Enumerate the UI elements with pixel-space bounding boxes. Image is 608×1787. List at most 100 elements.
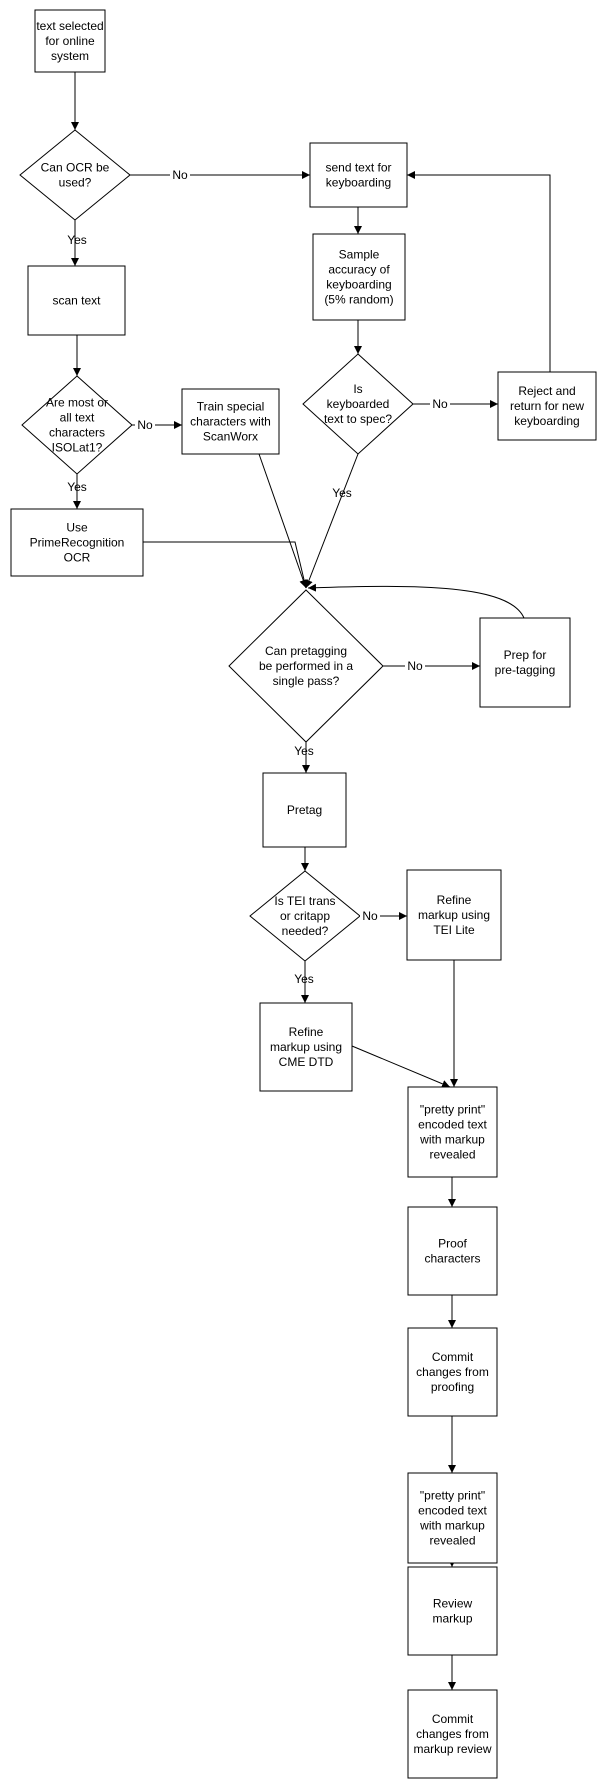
scan-text-label-line: scan text [52,294,101,308]
refine-tei-lite-label-line: TEI Lite [433,923,475,937]
commit-review-label-line: markup review [413,1742,491,1756]
prep-pretag-label-line: Prep for [504,648,547,662]
text-selected-label-line: system [51,49,89,63]
edge-label-text: No [432,397,448,411]
edge-label-text: Yes [294,744,314,758]
pretag-single-label-line: be performed in a [259,659,353,673]
proof-characters-label-line: Proof [438,1237,467,1251]
process-scan-text: scan text [27,265,126,336]
edge-label-spec-no: No [430,397,450,411]
reject-return-label-line: return for new [510,399,584,413]
send-keyboarding-label-line: keyboarding [326,176,391,190]
connector-arrow-spec-to-merge [305,453,359,589]
prep-pretag-shape [479,617,571,708]
edge-label-text: No [137,418,153,432]
keyboarded-spec-label-line: keyboarded [327,397,390,411]
refine-cme-shape [259,1002,353,1092]
edge-label-ocr-no: No [170,168,190,182]
sample-accuracy-shape [312,233,406,321]
isolat1-label-line: ISOLat1? [52,441,103,455]
tei-trans-label-line: Is TEI trans [274,894,335,908]
sample-accuracy-label-line: accuracy of [328,263,390,277]
pretag-single-shape [228,589,384,743]
review-markup-label-line: Review [433,1597,473,1611]
tei-trans-label-line: or critapp [280,909,330,923]
reject-return-label-line: keyboarding [514,414,579,428]
commit-review-label-line: Commit [432,1712,474,1726]
use-prime-label-line: OCR [64,551,91,565]
commit-proofing-label-line: Commit [432,1350,474,1364]
commit-review-label-line: changes from [416,1727,489,1741]
pretty-print-2-label-line: revealed [429,1534,475,1548]
keyboarded-spec-label-line: Is [353,382,362,396]
edge-label-text: Yes [294,972,314,986]
train-special-shape [181,388,280,455]
reject-return-shape [497,371,597,441]
process-pretag: Pretag [262,772,347,848]
pretag-single-label-line: Can pretagging [265,644,347,658]
text-selected-shape [34,9,106,73]
pretty-print-1-label-line: revealed [429,1148,475,1162]
keyboarded-spec-label-line: text to spec? [324,412,392,426]
connector-arrow-prep-to-merge [307,583,525,619]
edge-label-single-yes: Yes [294,744,314,758]
isolat1-label-line: characters [49,426,105,440]
pretty-print-2-shape [407,1472,498,1564]
tei-trans-label-line: needed? [282,924,329,938]
can-ocr-shape [19,129,131,221]
edge-label-single-no: No [405,659,425,673]
refine-cme-label-line: CME DTD [279,1055,334,1069]
refine-tei-lite-label-line: Refine [437,893,472,907]
edge-label-text: Yes [67,233,87,247]
connector-arrow-prime-to-merge [143,541,309,589]
can-ocr-label-line: used? [59,176,92,190]
isolat1-shape [21,375,133,475]
edge-label-text: No [172,168,188,182]
refine-cme-label-line: Refine [289,1025,324,1039]
commit-proofing-shape [407,1327,498,1417]
use-prime-label-line: PrimeRecognition [30,536,125,550]
edge-label-ocr-yes: Yes [67,233,87,247]
pretag-shape [262,772,347,848]
pretty-print-2-label-line: "pretty print" [420,1489,485,1503]
send-keyboarding-label-line: send text for [325,161,391,175]
send-keyboarding-shape [309,142,408,208]
pretty-print-1-shape [407,1086,498,1178]
proof-characters-shape [407,1206,498,1296]
pretty-print-2-label-line: encoded text [418,1504,487,1518]
prep-pretag-label-line: pre-tagging [495,663,556,677]
edge-label-text: No [407,659,423,673]
sample-accuracy-label-line: Sample [339,248,380,262]
review-markup-label-line: markup [432,1612,472,1626]
edge-label-spec-yes: Yes [332,486,352,500]
isolat1-label-line: Are most or [46,396,108,410]
commit-proofing-label-line: changes from [416,1365,489,1379]
sample-accuracy-label-line: (5% random) [324,293,393,307]
use-prime-label-line: Use [66,521,88,535]
proof-characters-label-line: characters [424,1252,480,1266]
train-special-label-line: ScanWorx [203,430,258,444]
edge-label-text: Yes [332,486,352,500]
edge-label-isolat1-no: No [135,418,155,432]
pretty-print-1-label-line: encoded text [418,1118,487,1132]
commit-review-shape [407,1689,498,1779]
edge-label-tei-yes: Yes [294,972,314,986]
edge-label-tei-no: No [360,909,380,923]
edge-label-text: Yes [67,480,87,494]
